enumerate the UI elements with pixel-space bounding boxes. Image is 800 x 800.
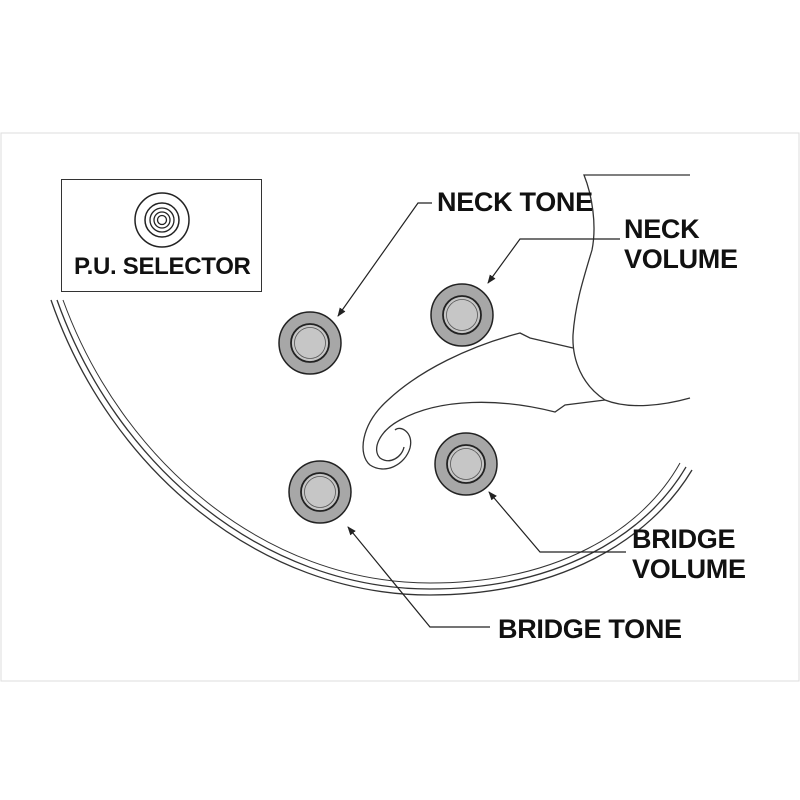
bridge-tone-knob[interactable] [288, 460, 352, 524]
leader-lines [337, 202, 626, 628]
neck-tone-label: NECK TONE [437, 187, 593, 217]
pickup-selector-legend: P.U. SELECTOR [61, 179, 262, 292]
neck-tone-leader [337, 202, 432, 317]
neck-tone-knob[interactable] [278, 311, 342, 375]
diagram-frame [0, 132, 800, 682]
bridge-volume-leader [488, 491, 626, 553]
body-edge [50, 299, 693, 596]
neck-volume-leader [487, 238, 620, 284]
neck-volume-label-line2: VOLUME [624, 244, 738, 274]
neck-heel-outline [572, 174, 691, 407]
bridge-tone-leader [347, 526, 490, 628]
bridge-tone-label: BRIDGE TONE [498, 614, 682, 644]
neck-volume-label-line1: NECK [624, 214, 700, 244]
bridge-volume-label-line1: BRIDGE [632, 524, 736, 554]
f-hole-outline [362, 332, 606, 470]
pickup-selector-label: P.U. SELECTOR [74, 253, 251, 280]
bridge-volume-knob[interactable] [434, 432, 498, 496]
neck-volume-knob[interactable] [430, 283, 494, 347]
bridge-volume-label-line2: VOLUME [632, 554, 746, 584]
toggle-switch-icon [134, 192, 190, 248]
